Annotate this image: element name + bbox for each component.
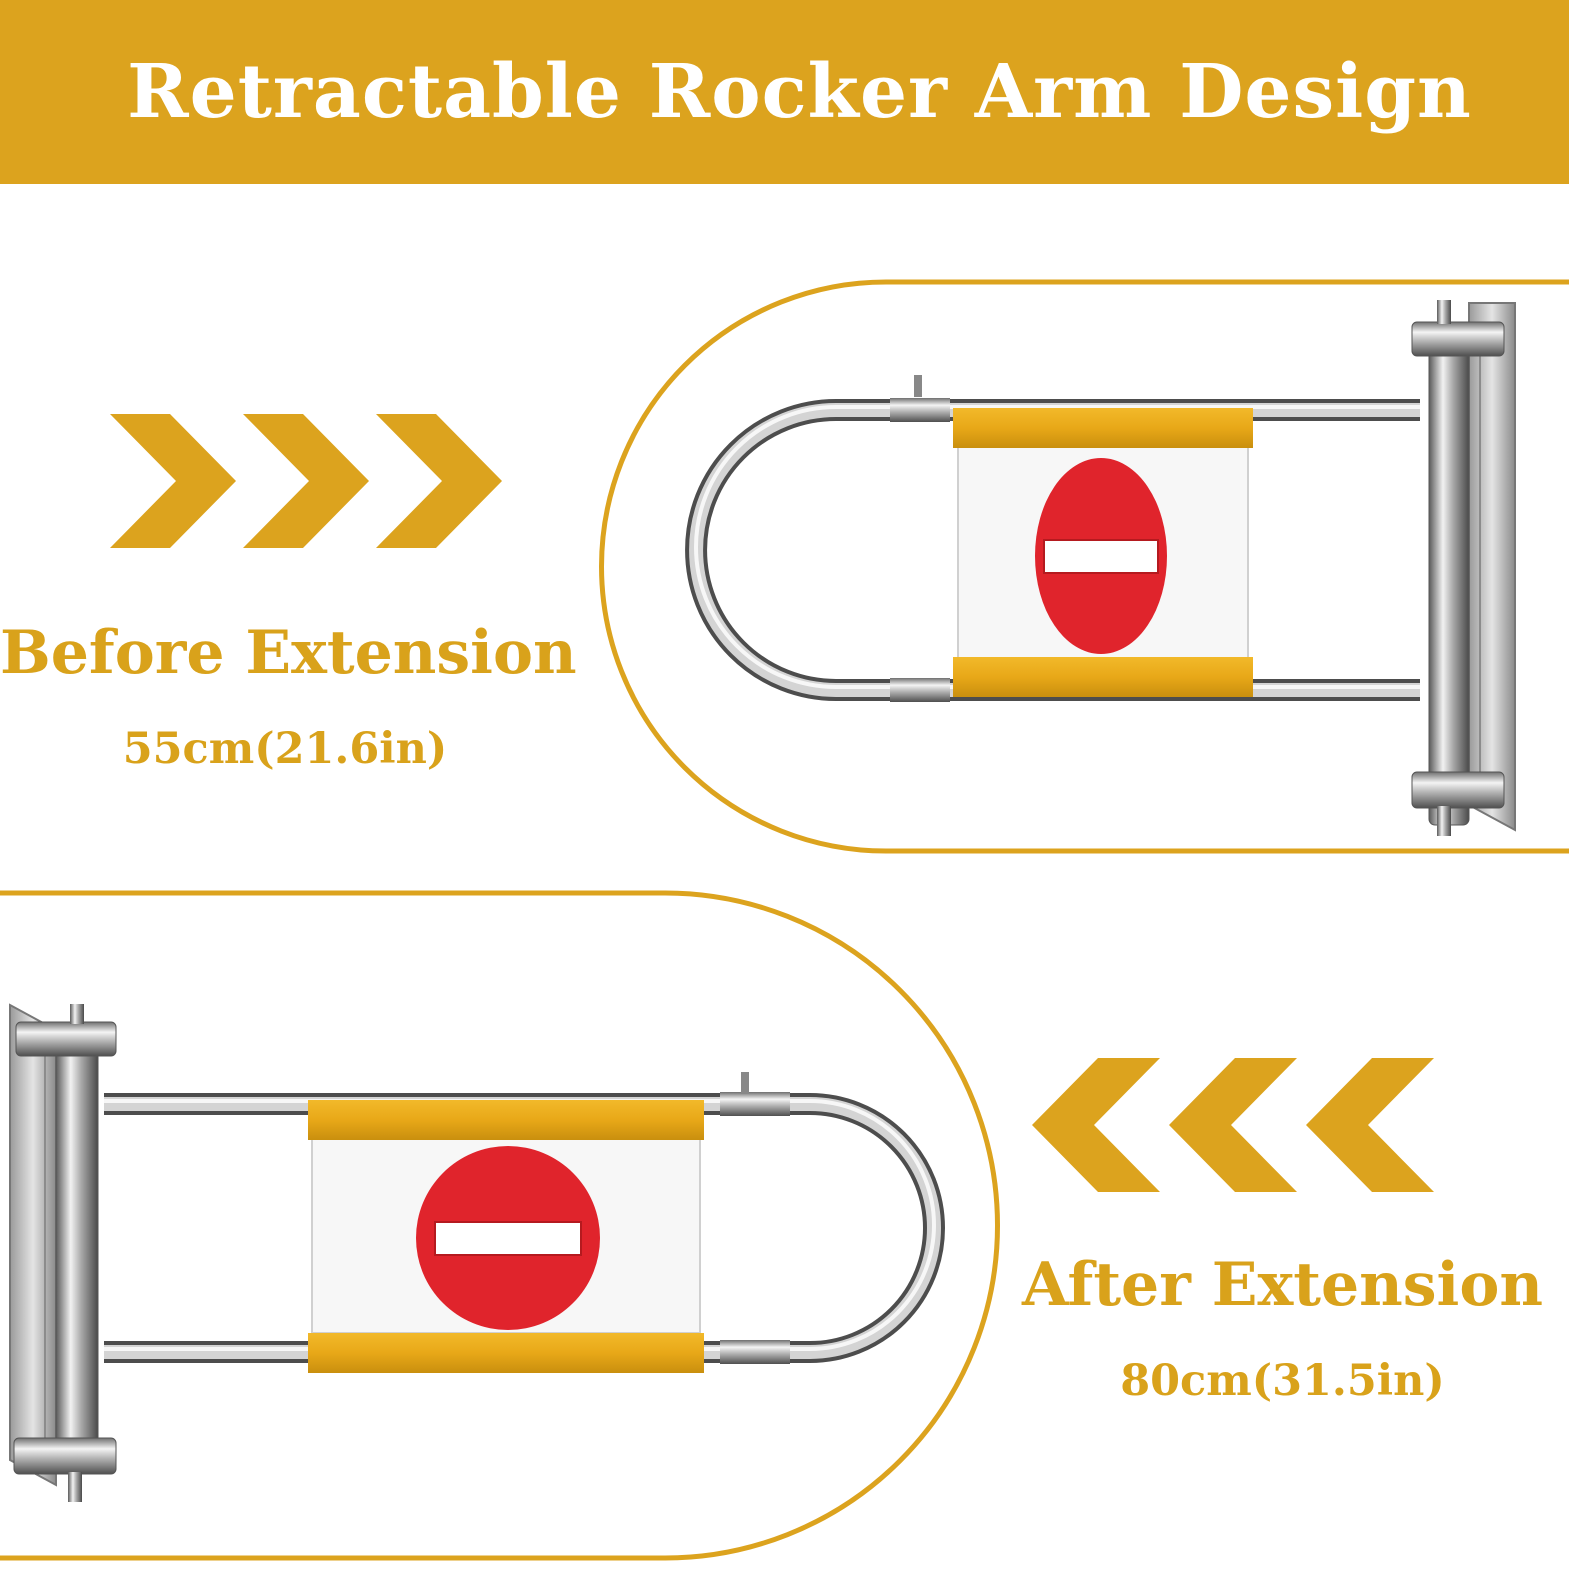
no-entry-icon bbox=[1035, 458, 1167, 654]
no-entry-icon bbox=[416, 1146, 600, 1330]
chevrons-right-icon bbox=[110, 414, 502, 548]
banner-title: Retractable Rocker Arm Design bbox=[127, 49, 1472, 135]
title-banner: Retractable Rocker Arm Design bbox=[0, 0, 1569, 184]
gate-after-image bbox=[9, 1003, 945, 1502]
after-extension-title: After Extension bbox=[1022, 1250, 1543, 1320]
gate-before-image bbox=[685, 300, 1516, 836]
after-extension-size: 80cm(31.5in) bbox=[1120, 1356, 1445, 1406]
chevrons-left-icon bbox=[1032, 1058, 1434, 1192]
after-panel-outline bbox=[0, 890, 1000, 1561]
before-panel-outline bbox=[599, 279, 1569, 854]
before-extension-size: 55cm(21.6in) bbox=[122, 724, 448, 774]
before-extension-title: Before Extension bbox=[0, 618, 577, 688]
